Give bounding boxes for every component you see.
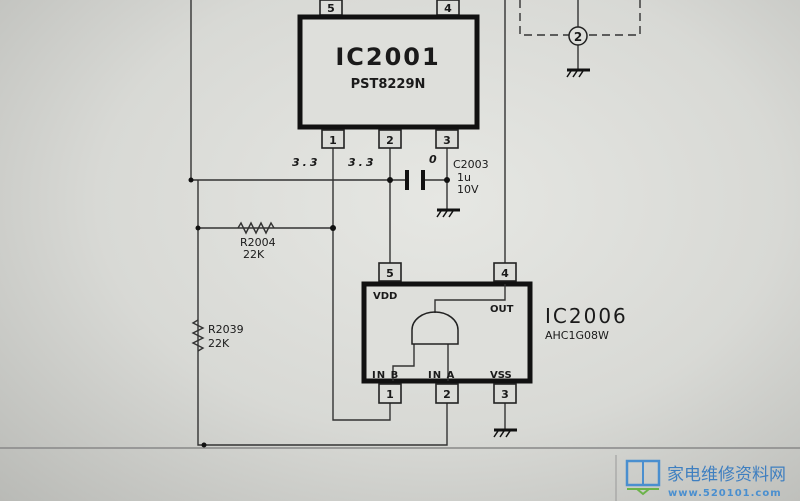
connector-pin-label: 2 [574, 30, 582, 44]
connector: 2 [519, 0, 641, 46]
ground-icon [436, 68, 590, 438]
vss-label: VSS [490, 370, 512, 381]
pin-label: 3 [501, 388, 509, 401]
in-a-label: IN A [428, 370, 455, 381]
pin-label: 1 [329, 134, 337, 147]
ic2001-part: PST8229N [351, 77, 426, 92]
r2039-ref: R2039 [208, 323, 244, 336]
watermark-url: www.520101.com [668, 488, 782, 499]
resistor-r2039 [191, 319, 205, 352]
capacitor-c2003 [405, 170, 425, 190]
vdd-label: VDD [373, 291, 397, 302]
watermark: 家电维修资料网 www.520101.com [625, 459, 786, 499]
resistor-r2004 [237, 221, 275, 235]
ic2006-part: AHC1G08W [545, 329, 609, 342]
pin-label: 2 [386, 134, 394, 147]
pin-label: 4 [501, 267, 509, 280]
ic2001: 5 4 IC2001 PST8229N 1 2 3 [297, 0, 480, 149]
r2004-ref: R2004 [240, 236, 276, 249]
ic2006-ref: IC2006 [545, 304, 628, 328]
pin-label: 1 [386, 388, 394, 401]
and-gate-icon [411, 311, 459, 345]
pin-label: 3 [443, 134, 451, 147]
r2004-value: 22K [243, 248, 265, 261]
c2003-ref: C2003 [453, 158, 489, 171]
out-label: OUT [490, 304, 514, 315]
in-b-label: IN B [372, 370, 399, 381]
junction-dots [188, 177, 450, 448]
r2039-value: 22K [208, 337, 230, 350]
voltage-pin2: 3.3 [348, 156, 377, 169]
voltage-pin1: 3.3 [292, 156, 321, 169]
pin-label: 5 [327, 2, 335, 15]
ic2006: 5 4 VDD OUT IN B IN A VSS 1 2 3 [361, 262, 533, 404]
ic2001-ref: IC2001 [335, 43, 440, 71]
pin-label: 2 [443, 388, 451, 401]
watermark-name: 家电维修资料网 [667, 465, 786, 485]
pin-label: 4 [444, 2, 452, 15]
voltage-pin3: 0 [429, 153, 437, 166]
pin-label: 5 [386, 267, 394, 280]
c2003-value: 1u [457, 171, 471, 184]
c2003-voltage: 10V [457, 183, 479, 196]
